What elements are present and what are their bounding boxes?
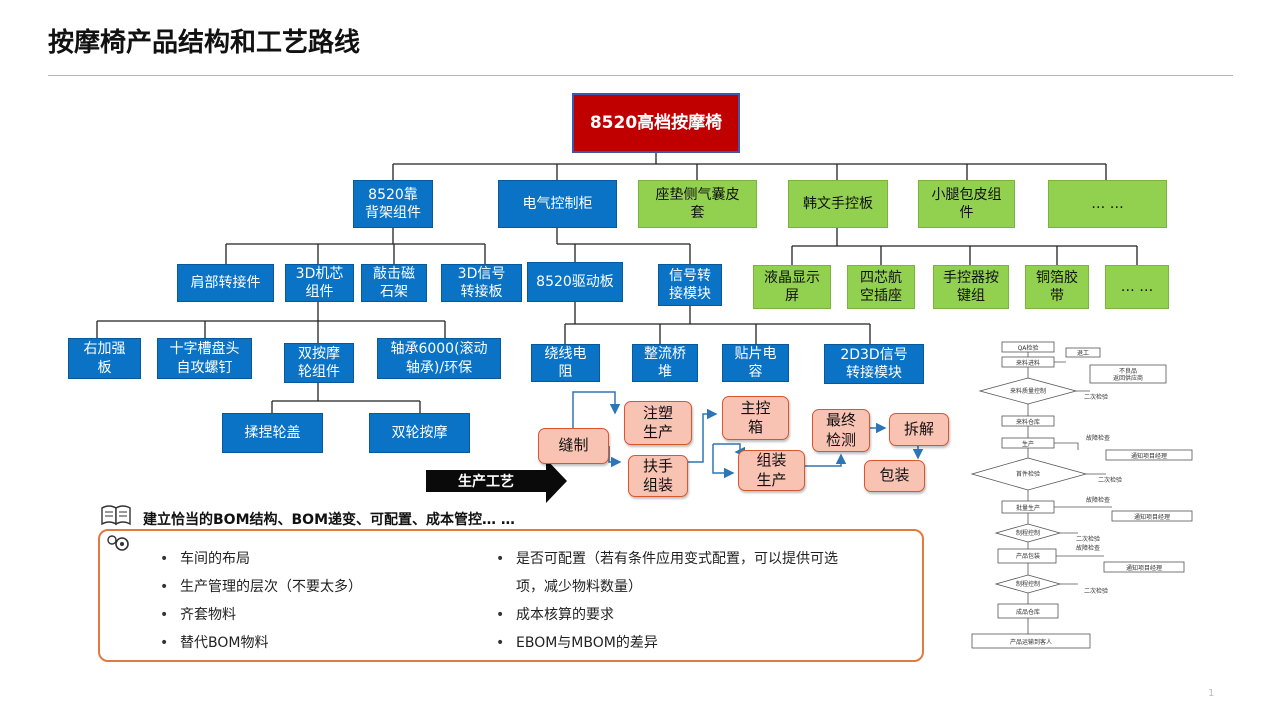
fc-recheck3: 二次检验 xyxy=(1076,535,1100,543)
remote-button-set[interactable]: 手控器按 键组 xyxy=(933,265,1009,309)
bearing-6000[interactable]: 轴承6000(滚动 轴承)/环保 xyxy=(377,338,501,379)
fc-notify3: 通知项目经理 xyxy=(1126,564,1162,572)
3d-core-assembly[interactable]: 3D机芯 组件 xyxy=(285,264,354,302)
fc-fault1: 故障检查 xyxy=(1086,434,1110,442)
bullet-left-1: 车间的布局 xyxy=(160,549,250,569)
fc-shipping: 产品运输到客人 xyxy=(1010,638,1052,646)
bullet-left-2: 生产管理的层次（不要太多） xyxy=(160,577,362,597)
process-sewing[interactable]: 缝制 xyxy=(538,428,609,464)
process-assembly-production[interactable]: 组装 生产 xyxy=(738,450,805,491)
fc-recheck1: 二次检验 xyxy=(1084,393,1108,401)
fc-recheck4: 二次检验 xyxy=(1084,587,1108,595)
fc-qa: QA检验 xyxy=(1018,344,1039,352)
process-final-test[interactable]: 最终 检测 xyxy=(812,409,870,452)
shoulder-adapter[interactable]: 肩部转接件 xyxy=(177,264,274,302)
book-gear-icon xyxy=(101,505,131,551)
bullet-right-2: 成本核算的要求 xyxy=(496,605,614,625)
fc-incoming: 来料进料 xyxy=(1016,359,1040,367)
page-title: 按摩椅产品结构和工艺路线 xyxy=(48,28,361,58)
bullet-right-1: 是否可配置（若有条件应用变式配置，可以提供可选 项，减少物料数量） xyxy=(496,545,896,601)
svg-text:不良品: 不良品 xyxy=(1119,367,1137,375)
control-cabinet[interactable]: 电气控制柜 xyxy=(498,180,617,228)
fc-warehouse: 来料仓库 xyxy=(1016,418,1040,426)
fc-iqc: 来料质量控制 xyxy=(1010,387,1046,395)
fc-first-check: 首件检验 xyxy=(1016,470,1040,478)
fc-process-ctrl: 制程控制 xyxy=(1016,529,1040,537)
fc-process-ctrl2: 制程控制 xyxy=(1016,580,1040,588)
bom-heading: 建立恰当的BOM结构、BOM递变、可配置、成本管控… … xyxy=(143,512,515,528)
process-arrow xyxy=(426,459,567,503)
signal-adapter-module[interactable]: 信号转 接模块 xyxy=(658,264,722,306)
process-injection[interactable]: 注塑 生产 xyxy=(624,401,692,445)
rectifier-bridge[interactable]: 整流桥 堆 xyxy=(632,344,698,382)
bom-considerations-panel xyxy=(98,529,924,662)
more-level1[interactable]: … … xyxy=(1048,180,1167,228)
right-reinforcement-plate[interactable]: 右加强 板 xyxy=(68,338,141,379)
fc-packing: 产品包装 xyxy=(1016,552,1040,560)
seat-airbag-cover[interactable]: 座垫侧气囊皮 套 xyxy=(638,180,757,228)
driver-board-8520[interactable]: 8520驱动板 xyxy=(527,262,623,302)
dual-massage-wheel-assembly[interactable]: 双按摩 轮组件 xyxy=(284,343,354,383)
bullet-left-3: 齐套物料 xyxy=(160,605,236,625)
fc-notify1: 通知项目经理 xyxy=(1131,452,1167,460)
3d-signal-board[interactable]: 3D信号 转接板 xyxy=(441,264,522,302)
process-packing[interactable]: 包装 xyxy=(864,460,925,492)
fc-recheck2: 二次检验 xyxy=(1098,476,1122,484)
fc-fault2: 故障检查 xyxy=(1086,496,1110,504)
fc-mass: 批量生产 xyxy=(1016,504,1040,512)
more-remote-children[interactable]: … … xyxy=(1105,265,1169,309)
korean-remote-board[interactable]: 韩文手控板 xyxy=(788,180,888,228)
dual-wheel-massage[interactable]: 双轮按摩 xyxy=(369,413,470,453)
production-process-label: 生产工艺 xyxy=(458,474,514,490)
process-armrest-assembly[interactable]: 扶手 组装 xyxy=(628,455,688,497)
lcd-screen[interactable]: 液晶显示 屏 xyxy=(753,265,831,309)
root-product[interactable]: 8520高档按摩椅 xyxy=(572,93,740,153)
process-main-control-box[interactable]: 主控 箱 xyxy=(722,396,789,440)
fc-return: 退工 xyxy=(1077,349,1089,357)
calf-cover-assembly[interactable]: 小腿包皮组 件 xyxy=(918,180,1015,228)
self-tapping-screw[interactable]: 十字槽盘头 自攻螺钉 xyxy=(157,338,252,379)
backrest-assembly[interactable]: 8520靠 背架组件 xyxy=(353,180,433,228)
fc-finished: 成品仓库 xyxy=(1016,608,1040,616)
bullet-left-4: 替代BOM物料 xyxy=(160,633,269,653)
fc-notify2: 通知项目经理 xyxy=(1134,513,1170,521)
fc-fault3: 故障检查 xyxy=(1076,544,1100,552)
wirewound-resistor[interactable]: 绕线电 阻 xyxy=(531,344,600,382)
svg-text:返回供应商: 返回供应商 xyxy=(1113,374,1143,382)
fc-production: 生产 xyxy=(1022,440,1034,448)
process-disassembly[interactable]: 拆解 xyxy=(889,413,949,446)
2d3d-signal-module[interactable]: 2D3D信号 转接模块 xyxy=(824,344,924,384)
kneading-wheel-cover[interactable]: 揉捏轮盖 xyxy=(222,413,323,453)
smd-capacitor[interactable]: 贴片电 容 xyxy=(722,344,789,382)
aviation-socket[interactable]: 四芯航 空插座 xyxy=(847,265,915,309)
copper-foil-tape[interactable]: 铜箔胶 带 xyxy=(1025,265,1089,309)
page-number: 1 xyxy=(1208,688,1215,699)
quality-flowchart: QA检验 来料进料 退工 不良品 返回供应商 来料质量控制 二次检验 来料仓库 … xyxy=(970,341,1193,649)
title-divider xyxy=(48,75,1233,76)
bullet-right-3: EBOM与MBOM的差异 xyxy=(496,633,658,653)
tapping-magnet-frame[interactable]: 敲击磁 石架 xyxy=(361,264,427,302)
